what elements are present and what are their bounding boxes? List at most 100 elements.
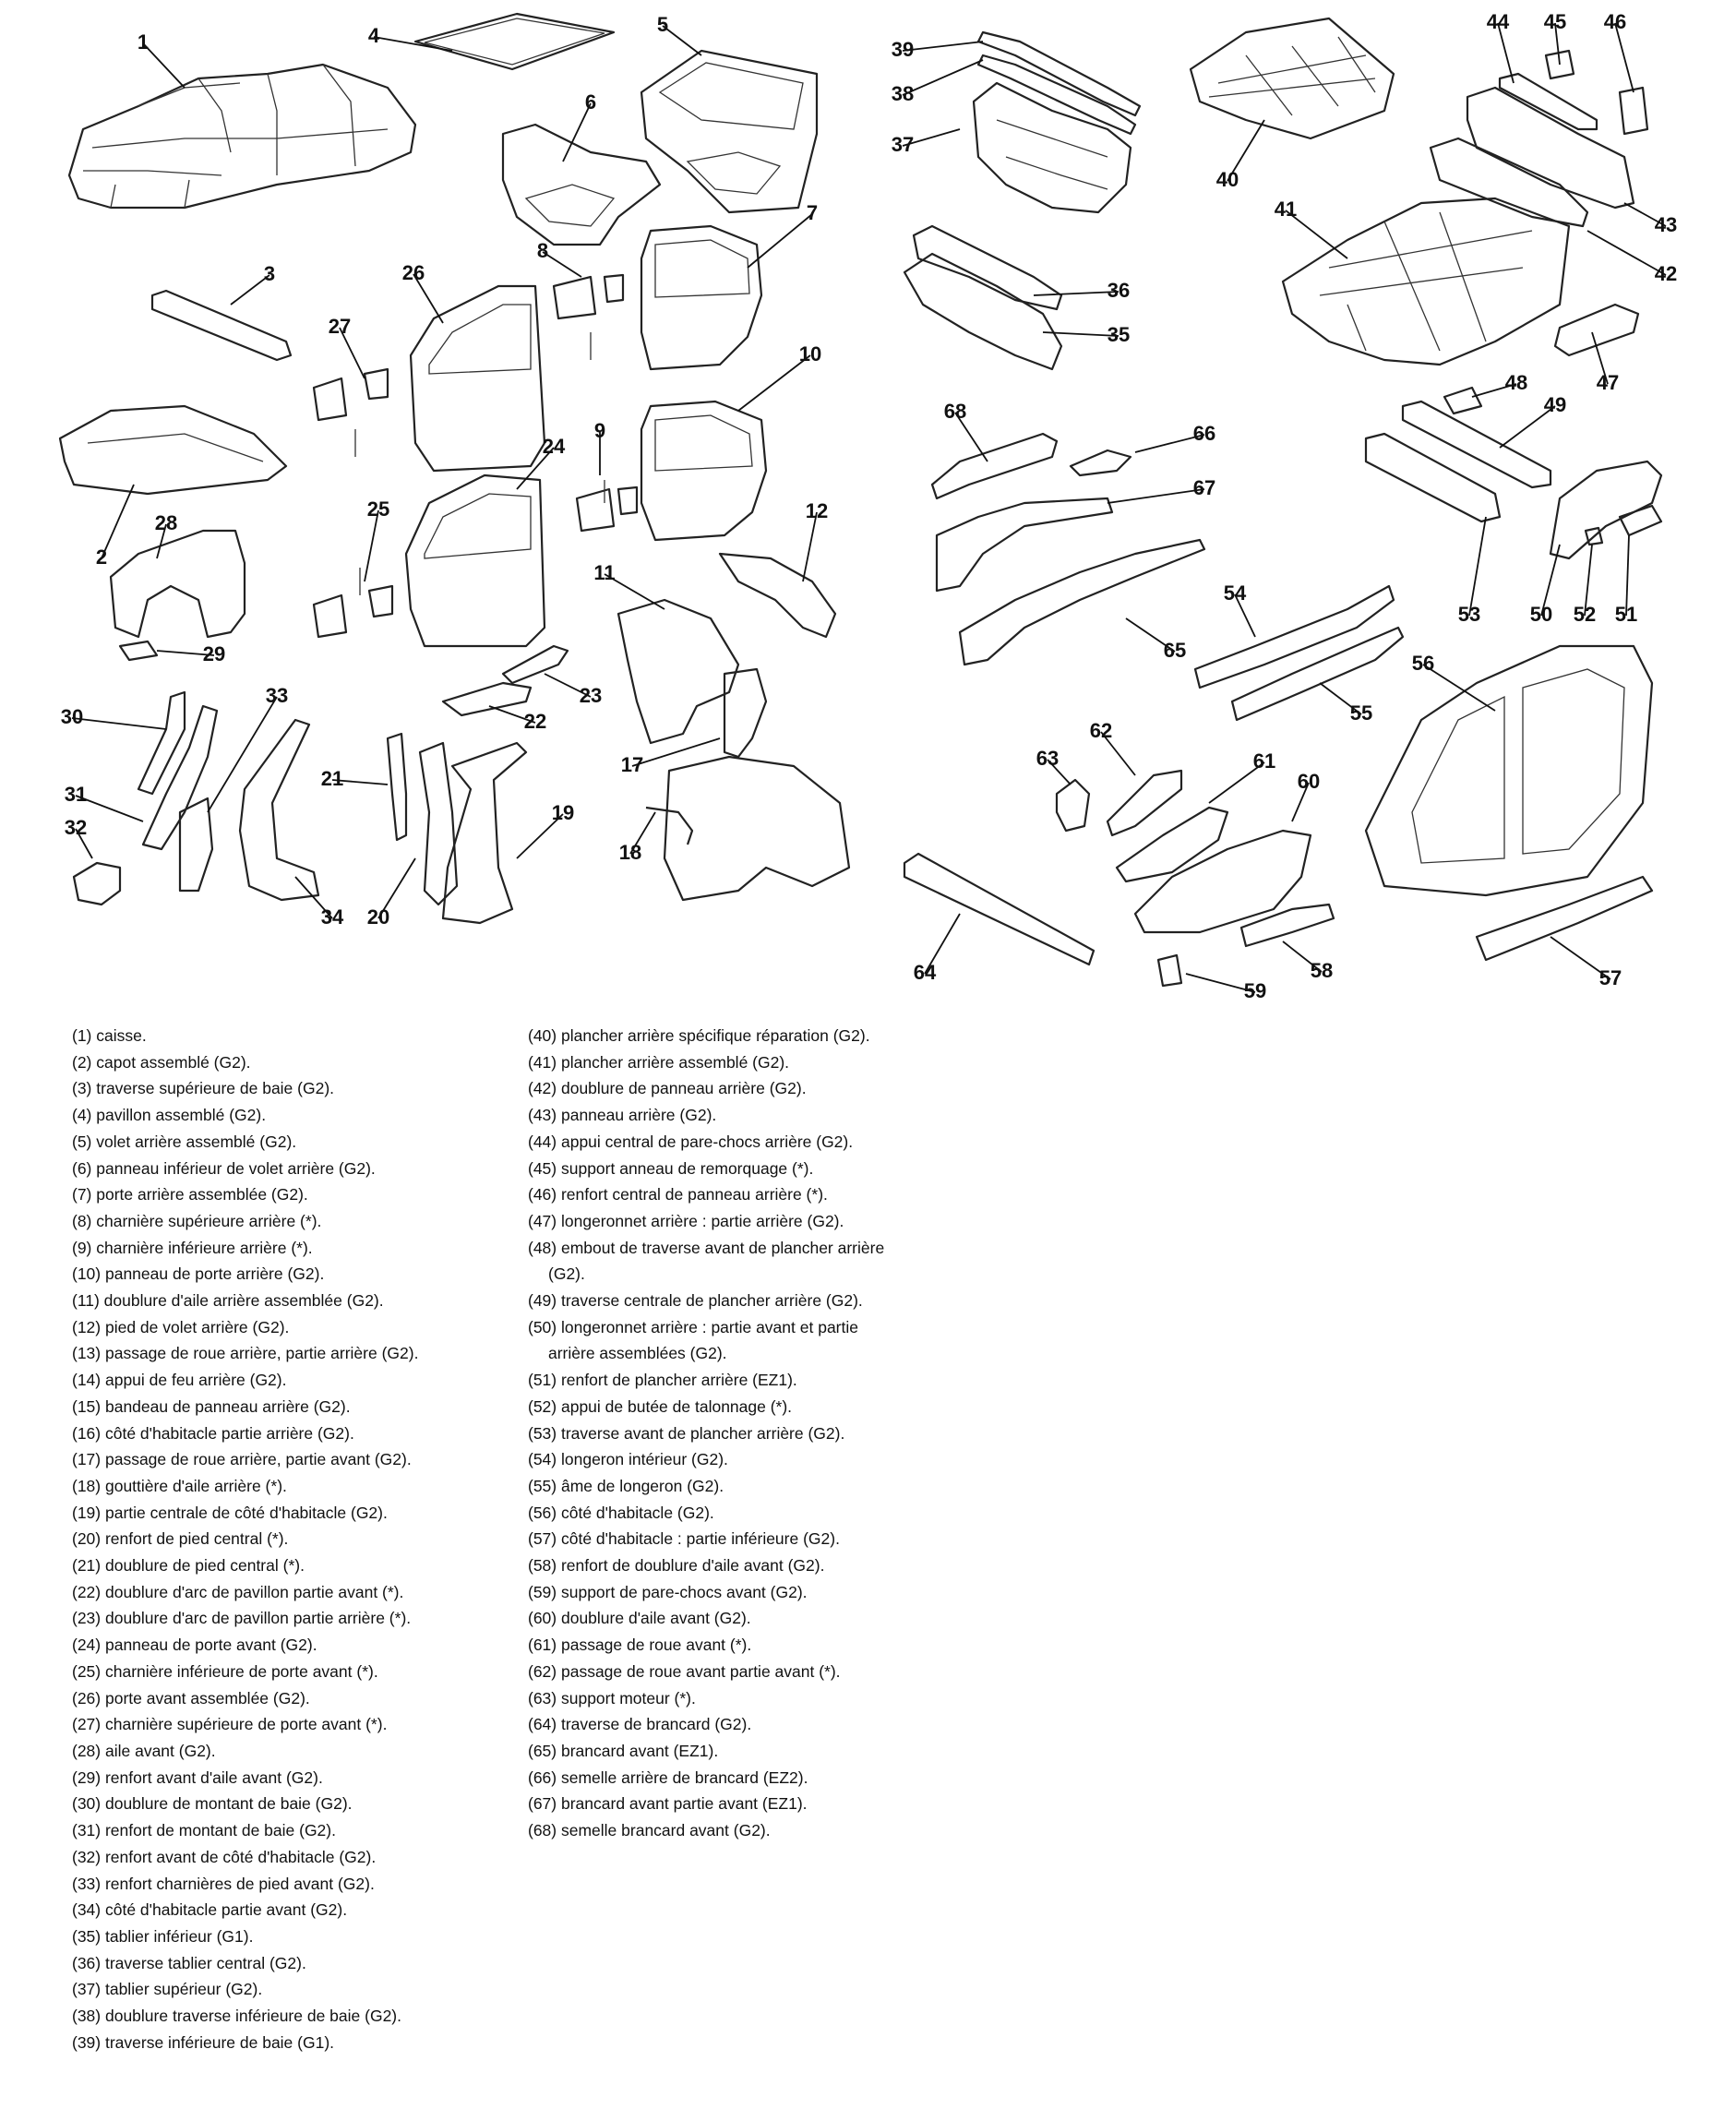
part-41-rear-floor-assembly — [1281, 197, 1571, 366]
callout-number-40: 40 — [1216, 168, 1239, 191]
part-17-rear-wheel-arch-front — [723, 667, 768, 759]
callout-number-4: 4 — [368, 24, 380, 47]
leader-line-45 — [1554, 22, 1561, 66]
legend-item-text: (66) semelle arrière de brancard (EZ2). — [528, 1767, 808, 1787]
part-39-windscreen-lower-crossmember — [976, 30, 1142, 117]
legend-item: (12) pied de volet arrière (G2). — [72, 1317, 290, 1336]
leader-line-37 — [902, 128, 961, 147]
callout-number-25: 25 — [367, 497, 389, 521]
leader-line-20 — [377, 857, 416, 919]
leader-line-8 — [542, 251, 582, 278]
legend-item-text: (41) plancher arrière assemblé (G2). — [528, 1052, 790, 1072]
part-45-towing-eye-support — [1544, 49, 1575, 80]
legend-item: (29) renfort avant d'aile avant (G2). — [72, 1767, 323, 1787]
legend-item: (57) côté d'habitacle : partie inférieur… — [528, 1526, 884, 1552]
callout-number-17: 17 — [621, 753, 643, 776]
legend-item: (40) plancher arrière spécifique réparat… — [528, 1023, 884, 1049]
legend-item-text: (50) longeronnet arrière : partie avant … — [528, 1317, 858, 1336]
part-10-rear-door-panel — [640, 400, 768, 542]
leader-line-28 — [156, 523, 167, 559]
part-1-body-shell — [67, 63, 417, 210]
callout-number-22: 22 — [524, 710, 546, 733]
leader-line-1 — [142, 42, 186, 89]
leader-line-26 — [413, 273, 444, 324]
leader-line-41 — [1285, 210, 1348, 259]
part-4-roof — [413, 12, 616, 71]
part-47-rear-side-member-rear — [1553, 303, 1640, 357]
legend-item: (8) charnière supérieure arrière (*). — [72, 1211, 322, 1230]
callout-number-64: 64 — [914, 961, 937, 984]
callout-number-30: 30 — [61, 705, 83, 728]
legend-item: (42) doublure de panneau arrière (G2). — [528, 1075, 884, 1102]
legend-item: (28) aile avant (G2). — [72, 1741, 216, 1760]
legend-item: (65) brancard avant (EZ1). — [528, 1738, 884, 1765]
legend-item: (54) longeron intérieur (G2). — [528, 1446, 884, 1473]
callout-number-11: 11 — [593, 561, 615, 584]
legend-item-continuation: (G2). — [548, 1264, 585, 1284]
callout-number-43: 43 — [1655, 213, 1677, 236]
legend-column-right: (40) plancher arrière spécifique réparat… — [528, 1023, 884, 1844]
callout-number-2: 2 — [96, 545, 107, 569]
part-65-front-member — [958, 538, 1206, 666]
leader-line-7 — [747, 213, 813, 269]
callout-number-39: 39 — [892, 38, 914, 61]
callout-number-60: 60 — [1298, 770, 1320, 793]
legend-item: (61) passage de roue avant (*). — [528, 1632, 884, 1659]
legend-item: (37) tablier supérieur (G2). — [72, 1980, 263, 1999]
legend-item: (26) porte avant assemblée (G2). — [72, 1688, 310, 1708]
leader-line-39 — [902, 41, 984, 52]
callout-number-37: 37 — [892, 133, 914, 156]
part-2-bonnet — [58, 404, 288, 496]
legend-item-text: (55) âme de longeron (G2). — [528, 1476, 724, 1495]
part-61-front-wheel-arch — [1115, 806, 1229, 883]
legend-item: (51) renfort de plancher arrière (EZ1). — [528, 1367, 884, 1394]
part-52-heel-stop-support — [1584, 526, 1604, 546]
legend-item: (44) appui central de pare-chocs arrière… — [528, 1129, 884, 1156]
leader-line-43 — [1623, 202, 1667, 227]
part-8-rear-upper-hinge — [552, 273, 625, 360]
part-43-rear-panel — [1466, 86, 1635, 210]
part-57-cabin-side-lower — [1475, 875, 1654, 962]
legend-item: (62) passage de roue avant partie avant … — [528, 1659, 884, 1685]
callout-number-42: 42 — [1655, 262, 1677, 285]
legend-item: (50) longeronnet arrière : partie avant … — [528, 1314, 884, 1367]
callout-number-6: 6 — [585, 90, 596, 114]
callout-number-49: 49 — [1544, 393, 1566, 416]
leader-line-27 — [339, 327, 365, 379]
legend-item: (1) caisse. — [72, 1026, 147, 1045]
legend-item: (16) côté d'habitacle partie arrière (G2… — [72, 1423, 354, 1443]
legend-item: (66) semelle arrière de brancard (EZ2). — [528, 1765, 884, 1791]
legend-item: (52) appui de butée de talonnage (*). — [528, 1394, 884, 1420]
part-36-central-bulkhead-crossmember — [912, 224, 1063, 311]
legend-item: (20) renfort de pied central (*). — [72, 1529, 289, 1549]
part-31-windscreen-pillar-reinforcement — [141, 704, 219, 851]
part-19-cabin-side-central — [441, 741, 528, 925]
leader-line-2 — [101, 484, 135, 559]
legend-item: (48) embout de traverse avant de planche… — [528, 1235, 884, 1288]
legend-item: (11) doublure d'aile arrière assemblée (… — [72, 1291, 384, 1311]
leader-line-31 — [75, 795, 144, 822]
part-66-member-rear-sole — [1069, 449, 1132, 477]
legend-item: (19) partie centrale de côté d'habitacle… — [72, 1503, 388, 1522]
legend-item-text: (64) traverse de brancard (G2). — [528, 1715, 752, 1734]
part-64-member-crossmember — [903, 852, 1095, 966]
callout-number-34: 34 — [321, 905, 344, 929]
legend-item: (53) traverse avant de plancher arrière … — [528, 1420, 884, 1447]
part-60-front-wing-lining — [1133, 829, 1312, 934]
callout-number-53: 53 — [1458, 603, 1480, 626]
legend-item: (13) passage de roue arrière, partie arr… — [72, 1344, 419, 1363]
part-26-front-door-assembly — [409, 284, 546, 473]
part-53-rear-floor-front-crossmember — [1364, 432, 1502, 523]
legend-item-text: (42) doublure de panneau arrière (G2). — [528, 1079, 807, 1098]
callout-number-48: 48 — [1505, 371, 1527, 394]
callout-number-66: 66 — [1193, 422, 1215, 445]
callout-number-61: 61 — [1253, 749, 1275, 773]
leader-line-12 — [802, 511, 818, 582]
legend-item-text: (58) renfort de doublure d'aile avant (G… — [528, 1556, 825, 1576]
part-37-upper-bulkhead — [972, 81, 1132, 214]
callout-number-57: 57 — [1599, 966, 1622, 989]
callout-number-67: 67 — [1193, 476, 1215, 499]
callout-number-62: 62 — [1090, 719, 1112, 742]
leader-line-11 — [604, 573, 665, 610]
